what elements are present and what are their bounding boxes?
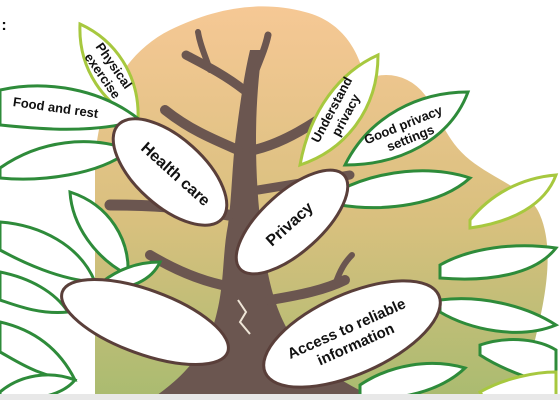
leaf-good-privacy-settings: Good privacy settings (342, 90, 471, 167)
oval-health-care: Health care (111, 117, 229, 227)
branch-right-bottom (265, 275, 350, 305)
trunk-crack (237, 299, 251, 335)
leaves (0, 140, 560, 400)
branch-top-left (181, 50, 249, 95)
trunk (150, 50, 380, 400)
leaf-icon (0, 270, 71, 315)
corner-glyph: : (1, 17, 6, 34)
bottom-strip (0, 394, 560, 400)
leaf-icon (477, 370, 558, 400)
branch-top-right (252, 31, 272, 74)
access-info-oval (262, 279, 442, 389)
oval-access-reliable-info: Access to reliable information (262, 279, 442, 389)
oval-privacy: Privacy (234, 168, 350, 276)
leaf-icon (342, 90, 471, 167)
leaf-icon (0, 320, 78, 382)
branch-top-left-twig (195, 29, 213, 73)
leaf-icon (468, 173, 559, 230)
oval-blank (60, 277, 230, 367)
health-care-oval (111, 117, 229, 227)
branch-upper-left (160, 105, 243, 155)
leaf-icon (298, 52, 380, 168)
privacy-oval (234, 168, 350, 276)
tree-trunk-icon (104, 29, 380, 400)
branch-left-bottom (145, 250, 227, 290)
leaf-icon (338, 169, 473, 210)
leaf-icon (438, 244, 559, 281)
twig-bottom (332, 252, 355, 288)
leaf-icon (438, 297, 560, 334)
blank-oval (60, 277, 230, 367)
